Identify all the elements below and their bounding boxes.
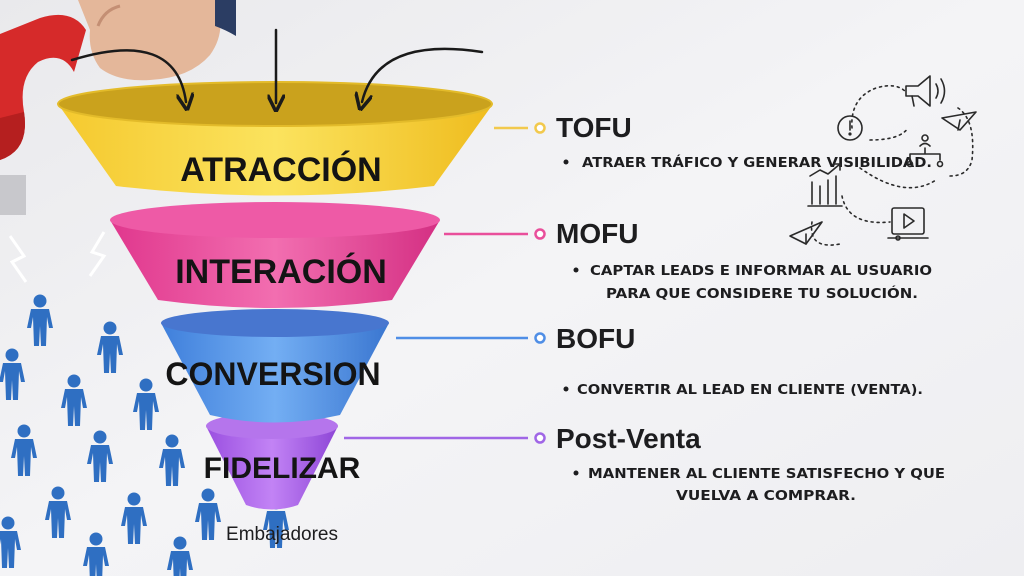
tier-label-atraccion: ATRACCIÓN (180, 151, 381, 189)
hand-icon (78, 0, 236, 81)
input-arrows (70, 28, 484, 103)
connector-tofu (494, 122, 546, 134)
connector-postventa (344, 432, 546, 444)
stage-title-bofu: BOFU (556, 323, 635, 354)
marketing-icons (789, 75, 977, 246)
bottom-label: Embajadores (226, 524, 338, 545)
stage-title-tofu: TOFU (556, 112, 632, 143)
alert-icon (837, 115, 863, 141)
funnel-tier-interacion (110, 202, 440, 308)
stage-title-postventa: Post-Venta (556, 423, 701, 454)
paper-plane-icon (941, 111, 977, 131)
stage-title-mofu: MOFU (556, 218, 638, 249)
growth-chart-icon (807, 163, 843, 207)
network-icon (906, 134, 944, 168)
stage-bullets-tofu: ATRAER TRÁFICO Y GENERAR VISIBILIDAD. (563, 155, 932, 171)
bullet-line: ATRAER TRÁFICO Y GENERAR VISIBILIDAD. (582, 155, 932, 171)
tier-label-conversion: CONVERSION (165, 356, 380, 392)
stage-bullets-bofu: CONVERTIR AL LEAD EN CLIENTE (VENTA). (563, 383, 923, 398)
bullet-line: VUELVA A COMPRAR. (676, 489, 856, 504)
funnel-tier-conversion (161, 309, 389, 423)
megaphone-icon (905, 75, 946, 107)
connector-mofu (444, 228, 546, 240)
tier-label-fidelizar: FIDELIZAR (204, 452, 361, 485)
paper-plane-icon (789, 221, 823, 245)
bullet-line: CONVERTIR AL LEAD EN CLIENTE (VENTA). (577, 383, 923, 398)
bullet-line: PARA QUE CONSIDERE TU SOLUCIÓN. (606, 286, 918, 302)
tier-label-interacion: INTERACIÓN (175, 253, 387, 291)
connector-bofu (396, 332, 546, 344)
bullet-line: MANTENER AL CLIENTE SATISFECHO Y QUE (588, 467, 945, 482)
stage-bullets-postventa: MANTENER AL CLIENTE SATISFECHO Y QUE VUE… (573, 467, 945, 504)
video-play-icon (887, 207, 929, 241)
bullet-line: CAPTAR LEADS E INFORMAR AL USUARIO (590, 264, 932, 279)
magnet-icon (0, 14, 86, 215)
lightning-icon (8, 231, 107, 283)
stage-bullets-mofu: CAPTAR LEADS E INFORMAR AL USUARIO PARA … (573, 264, 932, 302)
